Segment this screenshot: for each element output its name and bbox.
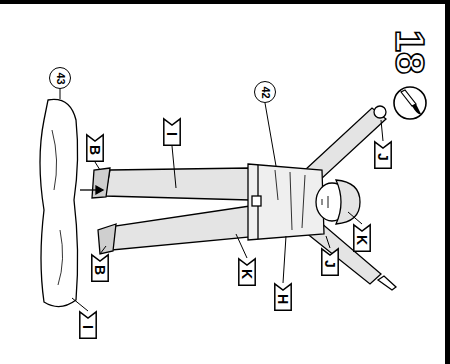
color-tag: B [86, 134, 104, 162]
brush-icon [394, 87, 426, 119]
color-tag: H [274, 283, 292, 311]
color-letter: K [240, 269, 254, 279]
part-number: 43 [55, 72, 66, 84]
color-letter: I [165, 132, 179, 136]
color-letter: J [376, 153, 390, 161]
color-letter: H [276, 294, 290, 304]
part-number: 42 [260, 86, 271, 98]
color-tag: J [374, 141, 392, 169]
soldier-figure [92, 106, 396, 290]
tag-outline [163, 118, 181, 146]
color-tag: I [163, 118, 181, 146]
frame-bar [0, 0, 450, 4]
frame-bar [445, 0, 450, 364]
callout-number: 43 [49, 67, 71, 89]
color-tag: K [353, 224, 371, 252]
color-letter: I [81, 325, 95, 329]
color-letter: J [323, 260, 337, 268]
step-number: 18 [390, 30, 430, 75]
tag-outline [79, 311, 97, 339]
callout-number: 42 [254, 81, 276, 103]
color-tag: B [91, 254, 109, 282]
color-tag: K [238, 258, 256, 286]
color-tag: I [79, 311, 97, 339]
part-43-ground [40, 99, 78, 306]
assembly-arrow [80, 186, 103, 194]
color-tag: J [321, 248, 339, 276]
color-letter: B [88, 145, 102, 155]
color-letter: K [355, 235, 369, 245]
leader-lines [60, 89, 383, 311]
color-letter: B [93, 265, 107, 275]
